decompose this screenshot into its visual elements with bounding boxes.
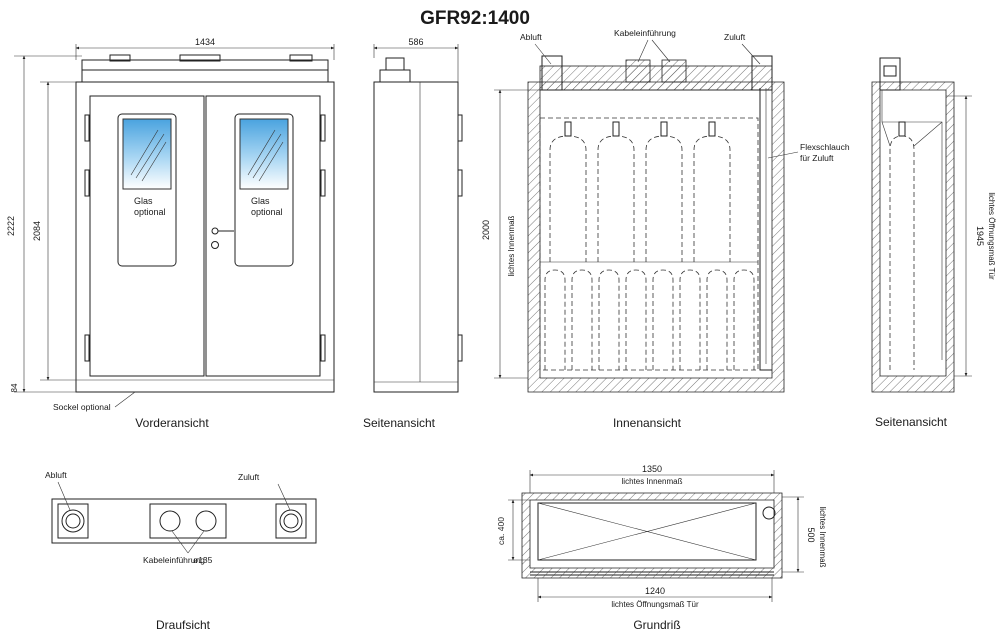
label-door-opening-width: lichtes Öffnungsmaß Tür xyxy=(611,600,699,609)
glass-window-right xyxy=(239,118,289,190)
dim-inner-height: 2000 xyxy=(481,220,491,240)
label-abluft-inner: Abluft xyxy=(520,32,542,42)
glass-label-left-2: optional xyxy=(134,207,166,217)
side-view-left: 586 Seitenansicht xyxy=(363,37,463,430)
cabinet-side-left xyxy=(373,81,459,393)
dim-height-total: 2222 xyxy=(6,216,16,236)
label-kabel-top-dim: ø135 xyxy=(193,555,213,565)
view-label-side-right: Seitenansicht xyxy=(875,415,948,429)
dim-door-opening-height: 1945 xyxy=(975,226,985,246)
glass-label-left-1: Glas xyxy=(134,196,153,206)
label-zuluft-top: Zuluft xyxy=(238,472,260,482)
sockel-label: Sockel optional xyxy=(53,402,111,412)
dim-depth-side: 586 xyxy=(408,37,423,47)
left-door xyxy=(89,95,205,377)
dim-inner-depth: 500 xyxy=(806,527,816,542)
dim-sockel: 84 xyxy=(10,383,19,392)
label-inner-depth: lichtes Innenmaß xyxy=(818,507,827,568)
view-label-plan: Grundriß xyxy=(633,618,680,632)
view-label-top: Draufsicht xyxy=(156,618,211,632)
dim-width-front: 1434 xyxy=(195,37,215,47)
plan-view: 1350 lichtes Innenmaß 1240 lichtes Öffnu… xyxy=(496,464,827,632)
dim-door-opening-width: 1240 xyxy=(645,586,665,596)
label-flexschlauch-2: für Zuluft xyxy=(800,153,834,163)
top-view: Abluft Zuluft Kabeleinführung ø135 Drauf… xyxy=(45,470,317,632)
glass-label-right-1: Glas xyxy=(251,196,270,206)
view-label-inner: Innenansicht xyxy=(613,416,682,430)
front-view: Glas optional Glas optional 1434 2222 20… xyxy=(6,37,335,430)
dim-inner-width: 1350 xyxy=(642,464,662,474)
label-inner-width: lichtes Innenmaß xyxy=(622,477,683,486)
drawing-title: GFR92:1400 xyxy=(420,8,530,29)
door-handle-icon xyxy=(211,227,219,235)
label-kabeleinfuehrung-inner: Kabeleinführung xyxy=(614,28,676,38)
dim-depth-ca: ca. 400 xyxy=(496,517,506,545)
label-door-opening-height: lichtes Öffnungsmaß Tür xyxy=(987,192,996,280)
label-kabel-top: Kabeleinführung xyxy=(143,555,205,565)
label-inner-height: lichtes Innenmaß xyxy=(507,215,516,276)
glass-label-right-2: optional xyxy=(251,207,283,217)
side-view-right: 1945 lichtes Öffnungsmaß Tür Seitenansic… xyxy=(871,57,996,429)
label-abluft-top: Abluft xyxy=(45,470,67,480)
right-door xyxy=(205,95,321,377)
dim-height-body: 2084 xyxy=(32,221,42,241)
inner-view: Abluft Kabeleinführung Zuluft Flexschlau… xyxy=(481,28,850,430)
top-outline xyxy=(51,498,317,544)
glass-window-left xyxy=(122,118,172,190)
label-zuluft-inner: Zuluft xyxy=(724,32,746,42)
label-flexschlauch-1: Flexschlauch xyxy=(800,142,850,152)
lock-icon xyxy=(211,241,219,249)
view-label-front: Vorderansicht xyxy=(135,416,209,430)
view-label-side-left: Seitenansicht xyxy=(363,416,436,430)
cabinet-front xyxy=(75,81,335,393)
